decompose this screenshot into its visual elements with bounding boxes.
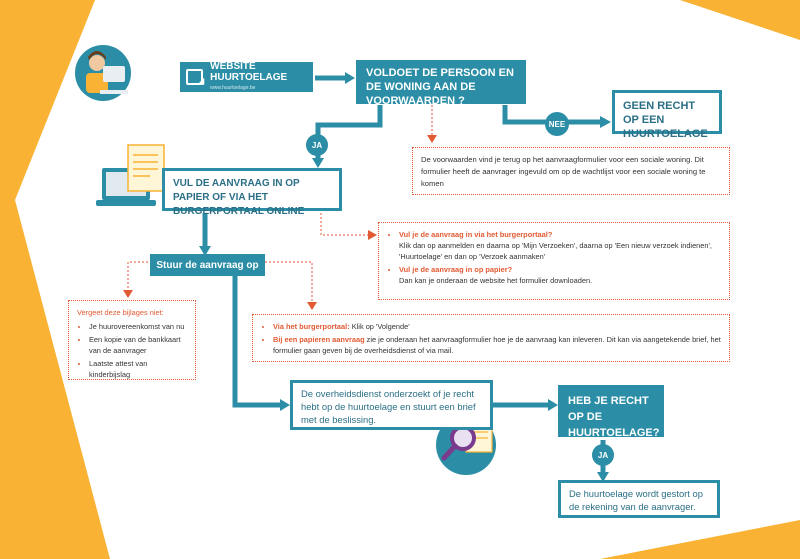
yes-tag-1-label: JA — [311, 140, 323, 150]
yes-tag-1: JA — [306, 134, 328, 156]
no-right-text: GEEN RECHT OP EEN HUURTOELAGE — [623, 100, 708, 140]
attachments-note: Vergeet deze bijlages niet: Je huurovere… — [68, 300, 196, 380]
person-at-computer-icon — [75, 45, 131, 101]
no-right-box: GEEN RECHT OP EEN HUURTOELAGE — [612, 90, 722, 140]
question-conditions-text: VOLDOET DE PERSOON EN DE WONING AAN DE V… — [366, 67, 514, 107]
send-box: Stuur de aanvraag op — [150, 254, 265, 276]
question-right: HEB JE RECHT OP DE HUURTOELAGE? — [558, 385, 664, 439]
conditions-note: De voorwaarden vind je terug op het aanv… — [412, 147, 730, 195]
how-to-portal-title: Vul je de aanvraag in via het burgerport… — [399, 230, 553, 239]
yes-tag-2: JA — [592, 444, 614, 466]
send-note-paper-title: Bij een papieren aanvraag — [273, 335, 365, 344]
arrow-heads — [199, 72, 611, 482]
send-note-paper: Bij een papieren aanvraag zie je onderaa… — [273, 334, 721, 356]
attachment-item: Een kopie van de bankkaart van de aanvra… — [89, 334, 187, 356]
send-text: Stuur de aanvraag op — [156, 259, 259, 271]
magnifier-document-icon — [436, 415, 496, 475]
final-text: De huurtoelage wordt gestort op de reken… — [569, 488, 703, 512]
send-note-paper-text: zie je onderaan het aanvraagformulier ho… — [273, 335, 721, 355]
send-note-portal-title: Via het burgerportaal: — [273, 322, 350, 331]
website-banner[interactable]: WEBSITE HUURTOELAGE www.huurtoelage.be — [180, 60, 313, 92]
dotted-arrow-heads — [123, 135, 437, 310]
fill-in-text: VUL DE AANVRAAG IN OP PAPIER OF VIA HET … — [173, 178, 305, 217]
attachment-item: Je huurovereenkomst van nu — [89, 321, 187, 332]
attachment-item: Laatste attest van kinderbijslag — [89, 358, 187, 380]
final-box: De huurtoelage wordt gestort op de reken… — [558, 480, 720, 518]
dotted-connectors — [127, 105, 433, 302]
no-tag: NEE — [545, 112, 569, 136]
how-to-paper-title: Vul je de aanvraag in op papier? — [399, 265, 513, 274]
question-conditions: VOLDOET DE PERSOON EN DE WONING AAN DE V… — [356, 60, 526, 107]
question-right-text: HEB JE RECHT OP DE HUURTOELAGE? — [568, 395, 660, 439]
laptop-document-icon — [96, 144, 165, 206]
how-to-paper-text: Dan kan je onderaan de website het formu… — [399, 276, 593, 285]
how-to-portal-text: Klik dan op aanmelden en daarna op 'Mijn… — [399, 241, 712, 261]
yes-tag-2-label: JA — [597, 450, 609, 460]
browser-window-icon — [186, 69, 208, 89]
send-note-portal: Via het burgerportaal: Klik op 'Volgende… — [273, 321, 721, 332]
send-note: Via het burgerportaal: Klik op 'Volgende… — [252, 314, 730, 362]
fill-in-box: VUL DE AANVRAAG IN OP PAPIER OF VIA HET … — [162, 168, 342, 217]
how-to-item-portal: Vul je de aanvraag in via het burgerport… — [399, 229, 721, 262]
no-tag-label: NEE — [548, 119, 566, 129]
website-label: WEBSITE HUURTOELAGE — [210, 60, 288, 83]
attachments-title: Vergeet deze bijlages niet: — [77, 308, 164, 317]
how-to-item-paper: Vul je de aanvraag in op papier? Dan kan… — [399, 264, 721, 286]
review-box: De overheidsdienst onderzoekt of je rech… — [290, 380, 493, 430]
conditions-note-text: De voorwaarden vind je terug op het aanv… — [421, 155, 706, 188]
how-to-note: Vul je de aanvraag in via het burgerport… — [378, 222, 730, 300]
review-text: De overheidsdienst onderzoekt of je rech… — [301, 388, 476, 425]
send-note-portal-text: Klik op 'Volgende' — [351, 322, 410, 331]
website-url: www.huurtoelage.be — [210, 84, 256, 91]
